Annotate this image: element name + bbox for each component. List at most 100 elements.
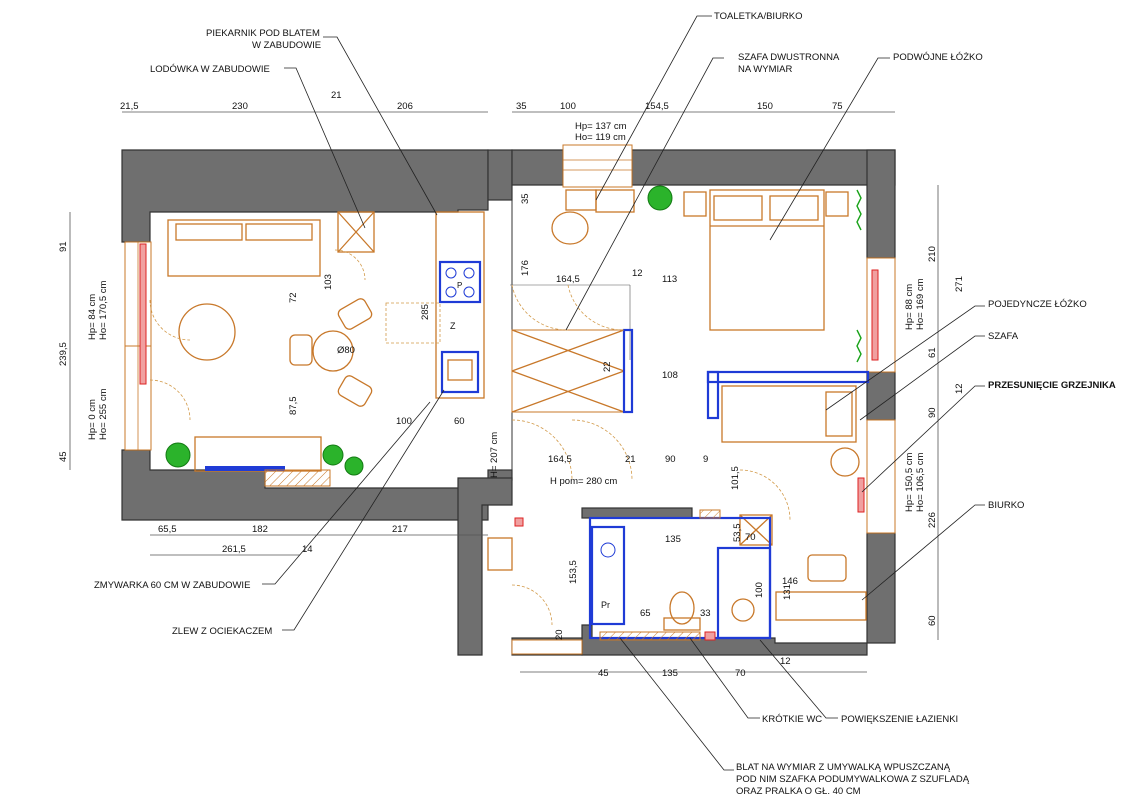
label-counter-line1: BLAT NA WYMIAR Z UMYWALKĄ WPUSZCZANĄ: [736, 762, 951, 773]
dim-interior-0: 35: [520, 193, 531, 204]
dim-interior-11: 100: [396, 416, 412, 427]
dim-left-1: 239,5: [58, 342, 69, 366]
label-radiator: PRZESUNIĘCIE GRZEJNIKA: [988, 380, 1116, 391]
dim-interior-22: 153,5: [568, 560, 579, 584]
plant-icon: [344, 456, 364, 476]
dim-right-1: 271: [954, 276, 965, 292]
label-double-bed: PODWÓJNE ŁÓŻKO: [893, 52, 983, 63]
plant-icon: [165, 442, 191, 468]
window-left-upper-hp: Hp= 84 cm: [87, 294, 98, 340]
label-toilet-desk: TOALETKA/BIURKO: [714, 11, 803, 22]
leader-lines: [262, 15, 985, 771]
dim-interior-4: 113: [662, 274, 677, 285]
dim-interior-2: 164,5: [556, 274, 580, 285]
z-label: Z: [450, 321, 456, 331]
dim-interior-25: 100: [754, 582, 765, 598]
label-oven-line1: PIEKARNIK POD BLATEM: [206, 28, 320, 39]
label-single-bed: POJEDYNCZE ŁÓŻKO: [988, 299, 1087, 310]
windows: [124, 144, 896, 655]
dimension-texts: 21,5 230 21 206 35 100 154,5 150 75 65,5…: [58, 90, 965, 679]
dim-bottom-left-total: 261,5: [222, 544, 246, 555]
dim-bottom-left-1: 182: [252, 524, 268, 535]
dim-interior-17: 101,5: [730, 466, 741, 490]
dim-interior-14: 21: [625, 454, 636, 465]
dim-interior-28: 12: [780, 656, 791, 667]
dim-right-6: 60: [927, 615, 938, 626]
dim-right-4: 90: [927, 407, 938, 418]
label-desk: BIURKO: [988, 500, 1024, 511]
dim-interior-19: 70: [745, 532, 756, 543]
dim-bottom-left-2: 217: [392, 524, 408, 535]
dim-top-left-1: 230: [232, 101, 248, 112]
window-right-upper-hp: Hp= 88 cm: [904, 284, 915, 330]
room-notes: H= 207 cm H pom= 280 cm Ø80 Pr Z P: [337, 281, 617, 610]
dim-interior-23: 65: [640, 608, 651, 619]
dim-top-right-3: 150: [757, 101, 773, 112]
table-diameter: Ø80: [337, 345, 355, 356]
furniture: [149, 185, 870, 641]
dim-interior-21: 146: [782, 576, 798, 587]
desk: [775, 591, 867, 621]
p-label: P: [457, 281, 462, 290]
double-bed: [709, 189, 825, 331]
label-double-wardrobe-line2: NA WYMIAR: [738, 64, 793, 75]
dim-interior-7: 285: [420, 304, 431, 320]
label-bathroom: POWIĘKSZENIE ŁAZIENKI: [841, 714, 958, 725]
dim-interior-13: 164,5: [548, 454, 572, 465]
dim-top-right-2: 154,5: [645, 101, 669, 112]
label-sink: ZLEW Z OCIEKACZEM: [172, 626, 272, 637]
window-right-lower: [866, 419, 896, 534]
dim-left-0: 91: [58, 241, 69, 252]
dim-bottom-left-0: 65,5: [158, 524, 177, 535]
label-fridge: LODÓWKA W ZABUDOWIE: [150, 64, 270, 75]
dimension-lines: [69, 111, 939, 673]
dim-interior-6: 103: [323, 274, 334, 290]
window-right-lower-ho: Ho= 106,5 cm: [915, 453, 926, 512]
dim-interior-18: 53,5: [732, 524, 743, 543]
dim-interior-24: 33: [700, 608, 711, 619]
dim-top-left-2: 21: [331, 90, 342, 101]
dim-left-2: 45: [58, 451, 69, 462]
label-dishwasher: ZMYWARKA 60 CM W ZABUDOWIE: [94, 580, 250, 591]
tv-cabinet: [194, 436, 322, 472]
dim-right-3: 12: [954, 383, 965, 394]
label-counter-line2: POD NIM SZAFKA PODUMYWALKOWA Z SZUFLADĄ: [736, 774, 970, 785]
dim-interior-9: 108: [662, 370, 678, 381]
dim-top-right-0: 35: [516, 101, 527, 112]
dim-interior-27: 20: [554, 629, 565, 640]
dim-interior-12: 60: [454, 416, 465, 427]
dim-interior-15: 90: [665, 454, 676, 465]
single-bed: [721, 385, 857, 443]
window-right-upper-ho: Ho= 169 cm: [915, 278, 926, 330]
dim-top-right-1: 100: [560, 101, 576, 112]
window-left-lower-hp: Hp= 0 cm: [87, 399, 98, 440]
window-right-lower-hp: Hp= 150,5 cm: [904, 453, 915, 512]
window-top: [562, 144, 633, 188]
window-top-hp: Hp= 137 cm: [575, 121, 627, 132]
dim-top-right-4: 75: [832, 101, 843, 112]
window-left-lower-ho: Ho= 255 cm: [98, 388, 109, 440]
dim-interior-3: 12: [632, 268, 643, 279]
dim-interior-1: 176: [520, 260, 531, 276]
label-wardrobe: SZAFA: [988, 331, 1019, 342]
dim-bottom-bath-2: 70: [735, 668, 746, 679]
label-short-wc: KRÓTKIE WC: [762, 714, 822, 725]
callout-labels: PIEKARNIK POD BLATEM W ZABUDOWIE LODÓWKA…: [94, 11, 1116, 797]
dim-bottom-left-small: 14: [302, 544, 313, 555]
dim-interior-5: 72: [288, 292, 299, 303]
window-bottom: [511, 639, 583, 655]
dim-interior-20: 135: [665, 534, 681, 545]
dim-top-left-3: 206: [397, 101, 413, 112]
room-height: H pom= 280 cm: [550, 476, 617, 487]
dim-interior-8: 22: [602, 361, 613, 372]
sofa: [167, 219, 321, 277]
dining-table: [312, 330, 354, 372]
dim-bottom-bath-1: 135: [662, 668, 678, 679]
dim-bottom-bath-0: 45: [598, 668, 609, 679]
pr-label: Pr: [601, 600, 610, 610]
dim-interior-16: 9: [703, 454, 708, 465]
label-double-wardrobe-line1: SZAFA DWUSTRONNA: [738, 52, 840, 63]
window-notes: Hp= 137 cm Ho= 119 cm Hp= 84 cm Ho= 170,…: [87, 121, 926, 512]
dim-top-left-0: 21,5: [120, 101, 139, 112]
